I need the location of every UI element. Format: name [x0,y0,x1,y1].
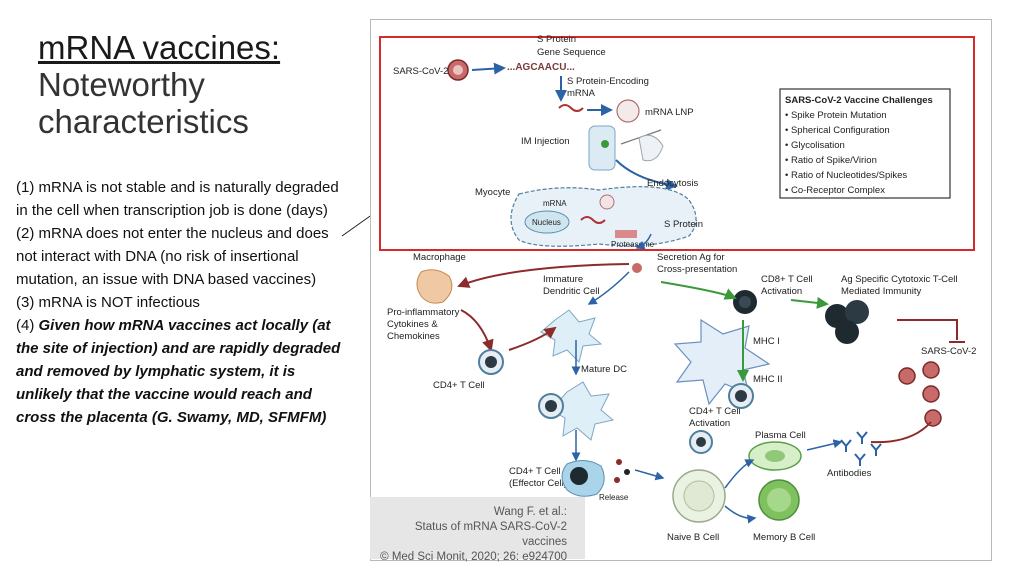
mrna-strand-icon [558,104,584,112]
label-s-protein: S Protein [664,219,703,230]
mechanism-diagram: SARS-CoV-2 S Protein Gene Sequence ...AG… [379,34,976,543]
label-sars-cov2-right: SARS-CoV-2 [921,346,976,357]
slide-title: mRNA vaccines: Noteworthy characteristic… [38,29,281,141]
label-s-encoding-1: S Protein-Encoding [567,76,649,87]
label-s-protein-1: S Protein [537,34,576,45]
label-endocytosis: Endocytosis [647,178,698,189]
cd4-tcell-activation [728,383,754,409]
label-cd8-1: CD8+ T Cell [761,274,813,285]
challenge-item: • Glycolisation [785,140,845,151]
characteristics-list: (1) mRNA is not stable and is naturally … [16,176,346,429]
challenge-item: • Spike Protein Mutation [785,110,887,121]
proteasome-icon [615,230,637,238]
challenge-item: • Spherical Configuration [785,125,890,136]
challenge-item: • Ratio of Nucleotides/Spikes [785,170,907,181]
label-cd4-activation-2: Activation [689,418,730,429]
point-4-emphasis: Given how mRNA vaccines act locally (at … [16,317,341,426]
challenge-item: • Ratio of Spike/Virion [785,155,877,166]
label-plasma-cell: Plasma Cell [755,430,806,441]
cd8-tcell [733,290,757,314]
plasma-cell-nucleus [765,450,785,462]
point-1: (1) mRNA is not stable and is naturally … [16,179,339,219]
label-pro-inflam-2: Cytokines & [387,319,438,330]
label-proteasome: Proteasome [611,240,655,249]
challenges-title: SARS-CoV-2 Vaccine Challenges [785,95,933,106]
cytotoxic-tcells [825,300,869,344]
label-macrophage: Macrophage [413,252,466,263]
naive-b-cell [672,469,726,523]
antigen-icon [632,263,642,273]
point-4-prefix: (4) [16,317,39,334]
mrna-strand-icon [580,216,606,224]
caption-line-2: Status of mRNA SARS-CoV-2 vaccines [414,521,567,548]
label-immature-dc-2: Dendritic Cell [543,286,600,297]
challenges-box: SARS-CoV-2 Vaccine Challenges • Spike Pr… [779,88,951,199]
label-nucleus: Nucleus [532,218,561,227]
release-molecules [614,459,630,483]
dendritic-cell-center [673,318,771,406]
cd4-tcell-lower [689,430,713,454]
citation-caption: Wang F. et al.: Status of mRNA SARS-CoV-… [370,497,585,563]
mature-dc-cell [550,381,615,441]
virus-cluster-right [898,361,942,427]
label-im-injection: IM Injection [521,136,570,147]
title-line-2: characteristics [38,102,249,140]
lnp-icon-cell [599,194,615,210]
point-2: (2) mRNA does not enter the nucleus and … [16,225,329,288]
label-immature-dc-1: Immature [543,274,583,285]
label-mrna: mRNA [543,199,567,208]
nucleus-icon [524,210,570,234]
label-cd4-activation-1: CD4+ T Cell [689,406,741,417]
label-memory-b: Memory B Cell [753,532,815,543]
inhibit-line-bottom [870,421,932,444]
label-cd4-effector-1: CD4+ T Cell [509,466,561,477]
caption-line-3: © Med Sci Monit, 2020; 26: e924700 [380,551,567,563]
label-cd4-effector-2: (Effector Cell) [509,478,567,489]
vaccine-mechanism-figure: SARS-CoV-2 S Protein Gene Sequence ...AG… [370,19,992,561]
label-antibodies: Antibodies [827,468,872,479]
lnp-icon [616,99,640,123]
label-s-encoding-2: mRNA [567,88,596,99]
memory-b-nucleus [767,488,791,512]
label-secretion-1: Secretion Ag for [657,252,725,263]
challenge-item: • Co-Receptor Complex [785,185,885,196]
label-pro-inflam-1: Pro-inflammatory [387,307,460,318]
syringe-icon [588,125,664,171]
label-mhc2: MHC II [753,374,783,385]
title-line-1: Noteworthy [38,65,205,103]
effector-tcell [561,460,605,497]
label-ag-specific-2: Mediated Immunity [841,286,922,297]
label-naive-b: Naive B Cell [667,532,719,543]
label-myocyte: Myocyte [475,187,510,198]
inhibit-line-top [897,319,958,340]
label-sequence: ...AGCAACU... [507,62,575,73]
label-mrna-lnp: mRNA LNP [645,107,694,118]
point-3: (3) mRNA is NOT infectious [16,294,200,311]
label-cd8-2: Activation [761,286,802,297]
label-sars-cov2-top: SARS-CoV-2 [393,66,448,77]
title-underlined: mRNA vaccines: [38,29,281,66]
label-mhc1: MHC I [753,336,780,347]
label-pro-inflam-3: Chemokines [387,331,440,342]
macrophage-cell [416,269,453,304]
highlight-box [379,36,975,251]
caption-line-1: Wang F. et al.: [493,506,567,518]
label-secretion-2: Cross-presentation [657,264,737,275]
virus-icon-top [447,59,469,81]
label-s-protein-2: Gene Sequence [537,47,606,58]
antibodies-icon [840,431,882,466]
point-4: (4) Given how mRNA vaccines act locally … [16,314,346,429]
label-ag-specific-1: Ag Specific Cytotoxic T-Cell [841,274,958,285]
immature-dc-cell [540,309,603,363]
cd4-tcell-mid [538,393,564,419]
label-release: Release [599,493,629,502]
cd4-tcell-left [478,349,504,375]
label-mature-dc: Mature DC [581,364,627,375]
label-cd4-tcell: CD4+ T Cell [433,380,485,391]
